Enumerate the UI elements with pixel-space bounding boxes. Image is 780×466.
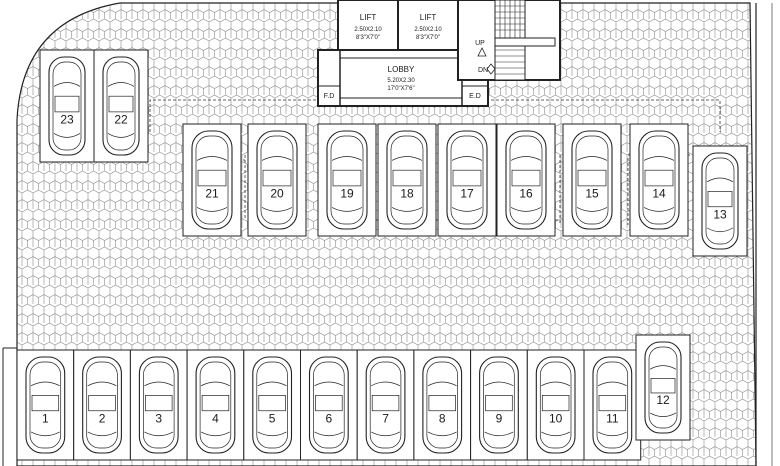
parking-bay-18: 18 [377,123,437,237]
bay-number: 10 [549,411,563,425]
fire-door-label: F.D [324,93,335,100]
car-icon [571,130,613,230]
parking-bay-23: 23 [39,49,95,163]
lift-left-dim-m: 2.50X2.10 [354,27,382,33]
lobby-dim-m: 5.20X2.30 [387,78,415,84]
bay-number: 12 [656,393,670,407]
stair-down-label: DN [478,67,488,74]
parking-bay-19: 19 [317,123,377,237]
parking-bay-8: 8 [413,349,472,461]
parking-bay-17: 17 [437,123,497,237]
lift-right-dim-m: 2.50X2.10 [414,27,442,33]
bay-number: 19 [340,187,354,201]
car-icon [82,356,122,454]
car-icon [592,356,633,454]
bay-number: 1 [42,411,49,425]
down-arrow-icon [486,63,496,75]
bay-number: 15 [585,187,599,201]
parking-bay-14: 14 [629,123,689,237]
bay-number: 4 [212,411,219,425]
lift-right-dim-ft: 8'3"X7'0" [416,35,440,41]
car-icon [446,130,488,230]
car-icon [102,56,140,156]
car-icon [422,356,463,454]
car-icon [138,356,179,454]
stair-core [457,0,561,81]
bay-number: 7 [382,411,389,425]
parking-bay-22: 22 [93,49,149,163]
car-icon [308,356,349,454]
car-icon [638,130,680,230]
parking-bay-7: 7 [356,349,415,461]
car-icon [701,152,739,250]
car-icon [326,130,368,230]
car-icon [479,356,519,454]
car-icon [48,56,86,156]
parking-bay-9: 9 [470,349,528,461]
parking-bay-2: 2 [73,349,131,461]
parking-bay-21: 21 [182,123,242,237]
parking-bay-15: 15 [562,123,622,237]
bay-number: 6 [326,411,333,425]
parking-bay-10: 10 [526,349,585,461]
bay-number: 17 [460,187,474,201]
parking-bay-16: 16 [496,123,556,237]
parking-bay-1: 1 [16,349,75,461]
car-icon [386,130,428,230]
lift-right-title: LIFT [420,13,437,22]
parking-bay-20: 20 [247,123,307,237]
parking-bay-3: 3 [129,349,188,461]
car-icon [191,130,233,230]
car-icon [252,356,293,454]
car-icon [535,356,576,454]
car-icon [365,356,406,454]
car-icon [25,356,66,454]
bay-number: 8 [439,411,446,425]
lift-left-dim-ft: 8'3"X7'0" [356,35,380,41]
bay-number: 16 [519,187,533,201]
car-icon [256,130,298,230]
bay-number: 18 [400,187,414,201]
parking-bay-13: 13 [692,145,748,257]
car-icon [505,130,547,230]
bay-number: 20 [270,187,284,201]
bay-number: 14 [652,187,666,201]
parking-bay-12: 12 [635,334,691,441]
exit-door-label: E.D [469,93,481,100]
bay-number: 23 [60,113,74,127]
bay-number: 13 [713,207,727,221]
lobby-title: LOBBY [388,65,415,74]
lobby-dim-ft: 17'0"X7'6" [387,86,414,92]
lift-left-title: LIFT [360,13,377,22]
up-arrow-icon [477,47,487,57]
parking-bay-4: 4 [186,349,245,461]
bay-number: 22 [114,113,128,127]
parking-bay-11: 11 [583,349,642,461]
parking-bay-6: 6 [300,349,358,461]
parking-bay-5: 5 [243,349,302,461]
bay-number: 11 [606,411,619,425]
stair-up-label: UP [475,40,485,47]
bay-number: 21 [205,187,219,201]
bay-number: 2 [99,411,106,425]
bay-number: 9 [496,411,503,425]
car-icon [195,356,236,454]
bay-number: 5 [269,411,276,425]
bay-number: 3 [155,411,162,425]
car-icon [644,341,682,434]
